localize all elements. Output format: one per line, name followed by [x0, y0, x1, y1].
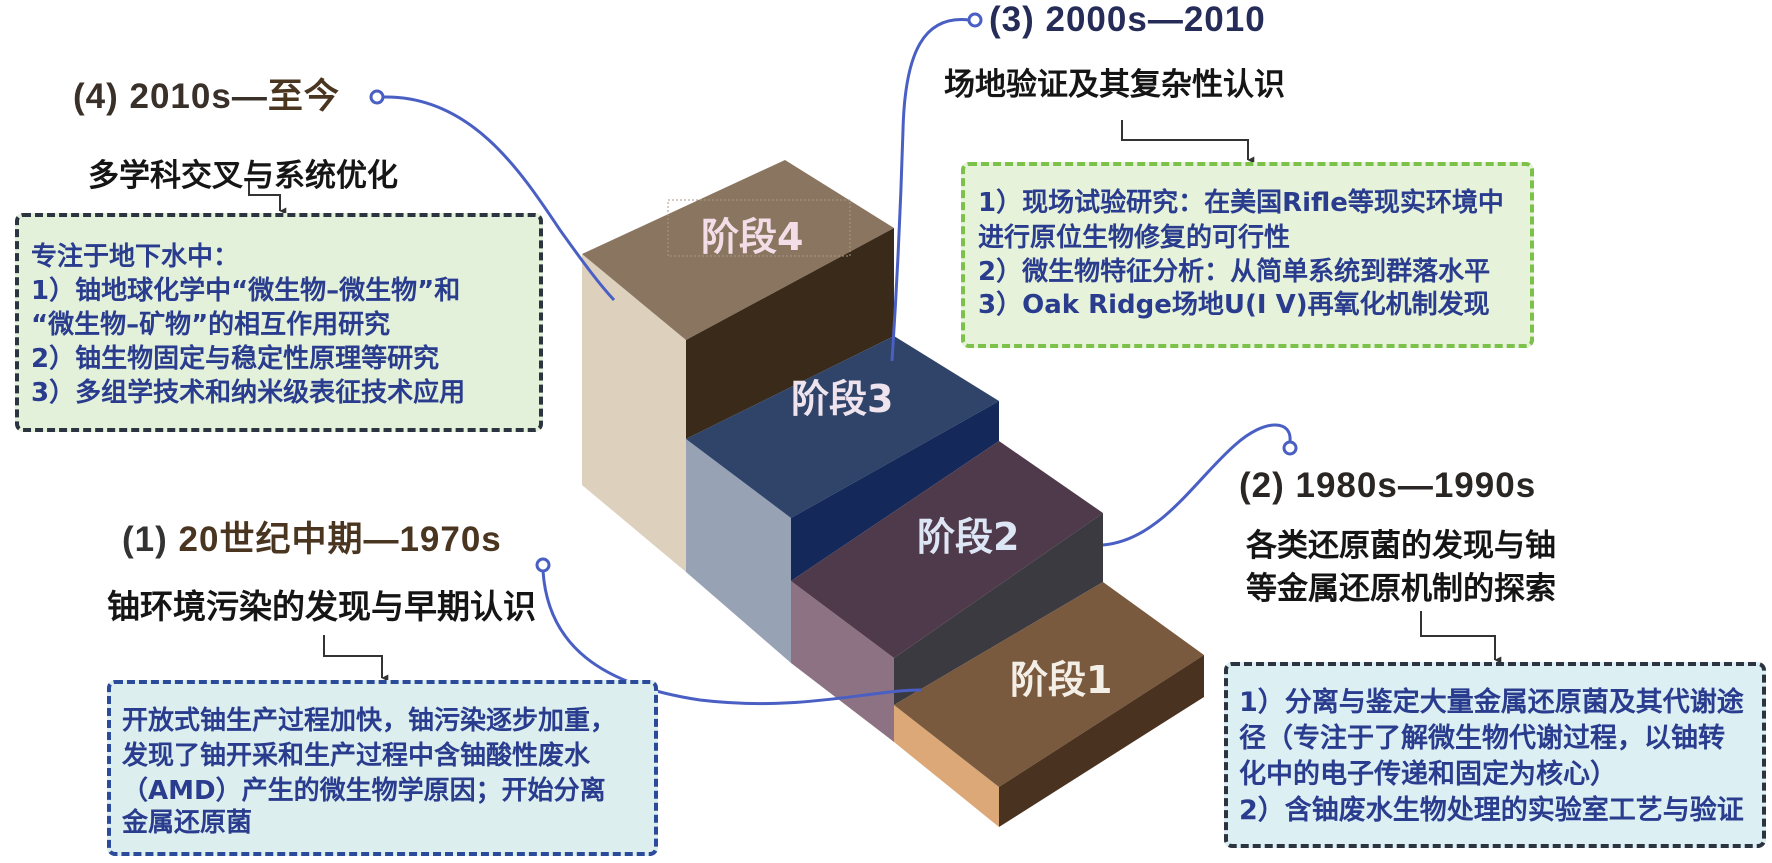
- period-3-line: 2）微生物特征分析：从简单系统到群落水平: [978, 257, 1491, 287]
- step-1-left-face: [894, 705, 999, 827]
- stage-4-label-frame: [667, 199, 851, 257]
- connector-dot-4: [369, 89, 385, 105]
- arrow-3: [1121, 120, 1255, 164]
- period-2-box: 1）分离与鉴定大量金属还原菌及其代谢途 径（专注于了解微生物代谢过程，以铀转 化…: [1224, 662, 1766, 848]
- connector-stage-3: [890, 18, 970, 362]
- period-2-subtitle-line-1: 各类还原菌的发现与铀: [1246, 528, 1556, 564]
- period-2-line: 1）分离与鉴定大量金属还原菌及其代谢途: [1239, 687, 1744, 718]
- stage-1-label: 阶段1: [1010, 658, 1113, 702]
- step-4-left-face: [582, 254, 686, 572]
- period-2-line: 2）含铀废水生物处理的实验室工艺与验证: [1239, 795, 1744, 826]
- period-3-line: 进行原位生物修复的可行性: [978, 223, 1291, 253]
- arrow-1: [323, 635, 389, 682]
- arrow-2: [1420, 611, 1502, 664]
- arrow-4: [248, 180, 287, 215]
- step-3: [686, 336, 999, 663]
- period-4-range: (4) 2010s—: [73, 77, 268, 116]
- step-3-front-face: [791, 401, 999, 581]
- period-1-title: (1) 20世纪中期—1970s: [122, 520, 502, 560]
- period-1-number: (1): [122, 520, 168, 559]
- period-4-line: 1）铀地球化学中“微生物–微生物”和: [31, 276, 461, 306]
- connector-dot-1: [535, 557, 551, 573]
- step-1: [894, 582, 1204, 827]
- period-1-line: 开放式铀生产过程加快，铀污染逐步加重，: [122, 706, 617, 736]
- connector-stage-1: [541, 570, 922, 706]
- period-2-title: (2) 1980s—1990s: [1239, 466, 1537, 505]
- period-3-box: 1）现场试验研究：在美国Rifle等现实环境中 进行原位生物修复的可行性 2）微…: [961, 162, 1534, 348]
- connector-stage-4: [382, 95, 616, 302]
- period-1-line: 金属还原菌: [122, 808, 253, 838]
- step-1-front-face: [999, 655, 1204, 827]
- step-4: [582, 160, 894, 572]
- period-3-subtitle: 场地验证及其复杂性认识: [944, 67, 1285, 103]
- period-1-subtitle: 铀环境污染的发现与早期认识: [107, 587, 536, 626]
- period-4-box: 专注于地下水中： 1）铀地球化学中“微生物–微生物”和 “微生物–矿物”的相互作…: [15, 213, 543, 432]
- step-3-left-face: [686, 439, 791, 663]
- step-2: [791, 441, 1103, 742]
- period-1-line: （AMD）产生的微生物学原因；开始分离: [122, 776, 606, 806]
- stage-4-label: 阶段4: [701, 215, 804, 259]
- period-1-box: 开放式铀生产过程加快，铀污染逐步加重， 发现了铀开采和生产过程中含铀酸性废水 （…: [107, 680, 658, 856]
- period-2-line: 径（专注于了解微生物代谢过程，以铀转: [1239, 723, 1725, 754]
- stage-3-label: 阶段3: [791, 377, 894, 421]
- step-4-front-face: [686, 228, 894, 439]
- period-1-range: 20世纪中期—1970s: [178, 520, 502, 559]
- stage-2-label: 阶段2: [917, 515, 1020, 559]
- period-4-line: 3）多组学技术和纳米级表征技术应用: [31, 378, 466, 408]
- period-4-line: 2）铀生物固定与稳定性原理等研究: [31, 344, 440, 374]
- step-2-left-face: [791, 581, 894, 742]
- connector-dot-3: [967, 12, 983, 28]
- period-4-range-end: 至今: [267, 77, 340, 116]
- period-2-subtitle-line-2: 等金属还原机制的探索: [1246, 571, 1556, 607]
- step-3-top-face: [686, 336, 999, 518]
- period-3-line: 3）Oak Ridge场地U(I V)再氧化机制发现: [978, 290, 1490, 320]
- step-2-front-face: [894, 513, 1103, 705]
- period-3-line: 1）现场试验研究：在美国Rifle等现实环境中: [978, 188, 1504, 218]
- step-2-top-face: [791, 441, 1103, 658]
- connector-stage-2: [1102, 423, 1292, 547]
- step-1-top-face: [894, 582, 1204, 787]
- connector-dot-2: [1282, 440, 1298, 456]
- period-4-title: (4) 2010s—至今: [73, 77, 340, 117]
- period-2-line: 化中的电子传递和固定为核心）: [1239, 759, 1617, 790]
- period-1-line: 发现了铀开采和生产过程中含铀酸性废水: [122, 741, 591, 771]
- step-4-top-face: [582, 160, 894, 340]
- period-4-subtitle: 多学科交叉与系统优化: [88, 158, 398, 194]
- period-3-title: (3) 2000s—2010: [989, 0, 1266, 39]
- period-4-line: 专注于地下水中：: [31, 242, 240, 272]
- period-4-line: “微生物–矿物”的相互作用研究: [31, 310, 391, 340]
